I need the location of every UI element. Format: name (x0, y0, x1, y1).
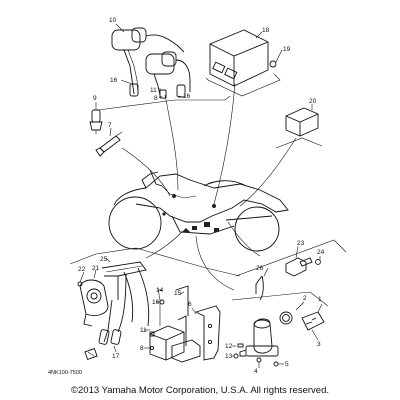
diagram-code: 4NK100-7500 (48, 370, 82, 376)
callout-2: 2 (303, 295, 307, 302)
callout-15: 15 (174, 290, 182, 297)
callout-6: 6 (188, 301, 192, 308)
callout-16b: 16 (183, 93, 191, 100)
callout-16: 16 (110, 77, 118, 84)
callout-8: 8 (154, 95, 158, 102)
callout-18: 18 (262, 27, 270, 34)
callout-9: 9 (93, 95, 97, 102)
callout-25: 25 (100, 256, 108, 263)
callout-7: 7 (108, 122, 112, 129)
callout-22: 22 (78, 266, 86, 273)
fuse-holder (301, 311, 325, 331)
callout-12: 12 (225, 343, 233, 350)
ignition-coil-assembly (111, 27, 191, 99)
motorcycle-outline (108, 169, 289, 252)
callout-14: 14 (156, 287, 164, 294)
warning-label (84, 347, 98, 361)
callout-13: 13 (225, 353, 233, 360)
callout-26: 26 (256, 265, 264, 272)
callout-24: 24 (317, 249, 325, 256)
callout-11: 11 (150, 87, 157, 94)
sensor-switch (89, 102, 103, 134)
spark-plug (95, 131, 123, 157)
callout-4: 4 (254, 368, 258, 375)
speed-sensor (255, 257, 313, 301)
callout-5: 5 (285, 361, 289, 368)
callout-11b: 11 (140, 327, 147, 334)
callout-23: 23 (297, 240, 305, 247)
callout-16c: 16 (152, 299, 160, 306)
ignitor-unit (149, 285, 201, 363)
mounting-bracket (194, 305, 221, 361)
callout-10: 10 (109, 17, 117, 24)
starter-relay (239, 318, 279, 363)
ecu-unit (209, 29, 269, 87)
callout-17: 17 (112, 353, 120, 360)
horn (79, 279, 109, 327)
copyright-notice: ©2013 Yamaha Motor Corporation, U.S.A. A… (71, 385, 329, 396)
leader-lines (121, 83, 297, 291)
wiring-harness (98, 261, 150, 345)
callout-21: 21 (92, 265, 100, 272)
callout-8b: 8 (140, 345, 144, 352)
relay-unit (285, 107, 319, 137)
callout-19: 19 (283, 46, 291, 53)
callout-1: 1 (318, 296, 322, 303)
callout-3: 3 (317, 341, 321, 348)
callout-20: 20 (309, 98, 317, 105)
